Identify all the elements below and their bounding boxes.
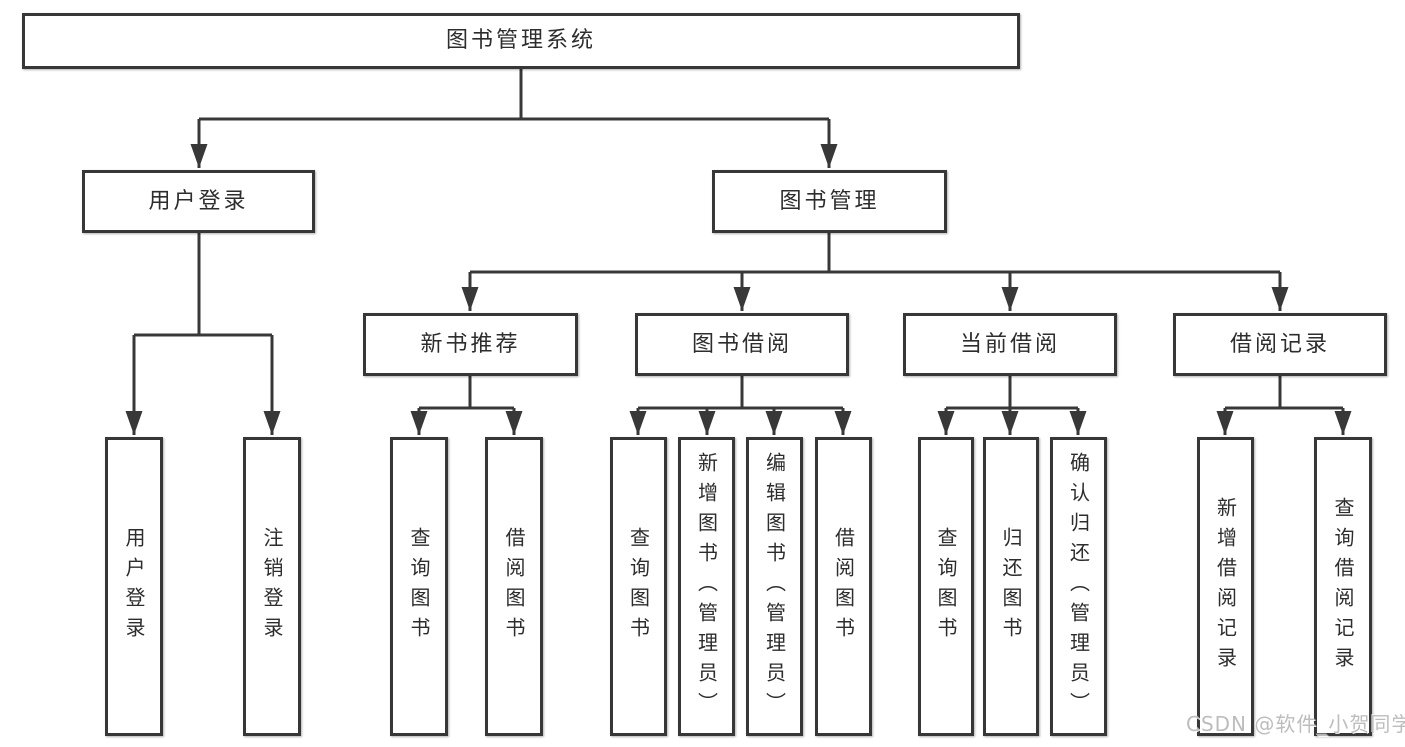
node-leaf-user-login-label: 用户登录 [122, 526, 146, 647]
node-leaf-query-record-label: 查询借阅记录 [1331, 496, 1355, 677]
node-leaf-edit-book: 编辑图书（管理员） [746, 437, 803, 736]
node-leaf-logout: 注销登录 [243, 437, 301, 736]
node-borrowing-records: 借阅记录 [1173, 313, 1387, 376]
node-leaf-user-login: 用户登录 [105, 437, 163, 736]
node-new-book-recommend: 新书推荐 [363, 313, 578, 376]
node-leaf-borrow-book-1-label: 借阅图书 [502, 526, 526, 647]
node-current-borrowing: 当前借阅 [903, 313, 1117, 376]
node-leaf-query-book-3-label: 查询图书 [934, 526, 958, 647]
node-root-label: 图书管理系统 [445, 28, 596, 53]
node-leaf-query-book-1-label: 查询图书 [407, 526, 431, 647]
node-leaf-edit-book-label: 编辑图书（管理员） [762, 451, 787, 722]
node-user-login-label: 用户登录 [148, 188, 249, 214]
node-leaf-return-book: 归还图书 [983, 437, 1039, 736]
node-leaf-return-book-label: 归还图书 [999, 526, 1023, 647]
node-leaf-query-book-2: 查询图书 [610, 437, 667, 736]
node-leaf-query-book-1: 查询图书 [390, 437, 448, 736]
node-leaf-logout-label: 注销登录 [260, 526, 284, 647]
node-leaf-add-record: 新增借阅记录 [1197, 437, 1254, 736]
node-book-management: 图书管理 [712, 170, 947, 233]
node-new-book-recommend-label: 新书推荐 [420, 331, 521, 357]
node-leaf-query-book-3: 查询图书 [918, 437, 974, 736]
node-user-login: 用户登录 [82, 170, 315, 233]
node-book-management-label: 图书管理 [779, 188, 880, 214]
node-leaf-query-record: 查询借阅记录 [1314, 437, 1372, 736]
node-book-borrowing: 图书借阅 [635, 313, 849, 376]
node-leaf-confirm-return-label: 确认归还（管理员） [1066, 451, 1091, 722]
node-book-borrowing-label: 图书借阅 [691, 331, 792, 357]
node-current-borrowing-label: 当前借阅 [959, 331, 1060, 357]
node-leaf-borrow-book-2: 借阅图书 [815, 437, 872, 736]
node-leaf-add-book: 新增图书（管理员） [678, 437, 735, 736]
node-leaf-borrow-book-2-label: 借阅图书 [831, 526, 856, 647]
node-leaf-add-book-label: 新增图书（管理员） [694, 451, 719, 722]
node-leaf-add-record-label: 新增借阅记录 [1213, 496, 1238, 677]
node-root: 图书管理系统 [22, 13, 1020, 69]
node-borrowing-records-label: 借阅记录 [1229, 331, 1330, 357]
node-leaf-borrow-book-1: 借阅图书 [485, 437, 543, 736]
node-leaf-query-book-2-label: 查询图书 [626, 526, 651, 647]
node-leaf-confirm-return: 确认归还（管理员） [1050, 437, 1107, 736]
